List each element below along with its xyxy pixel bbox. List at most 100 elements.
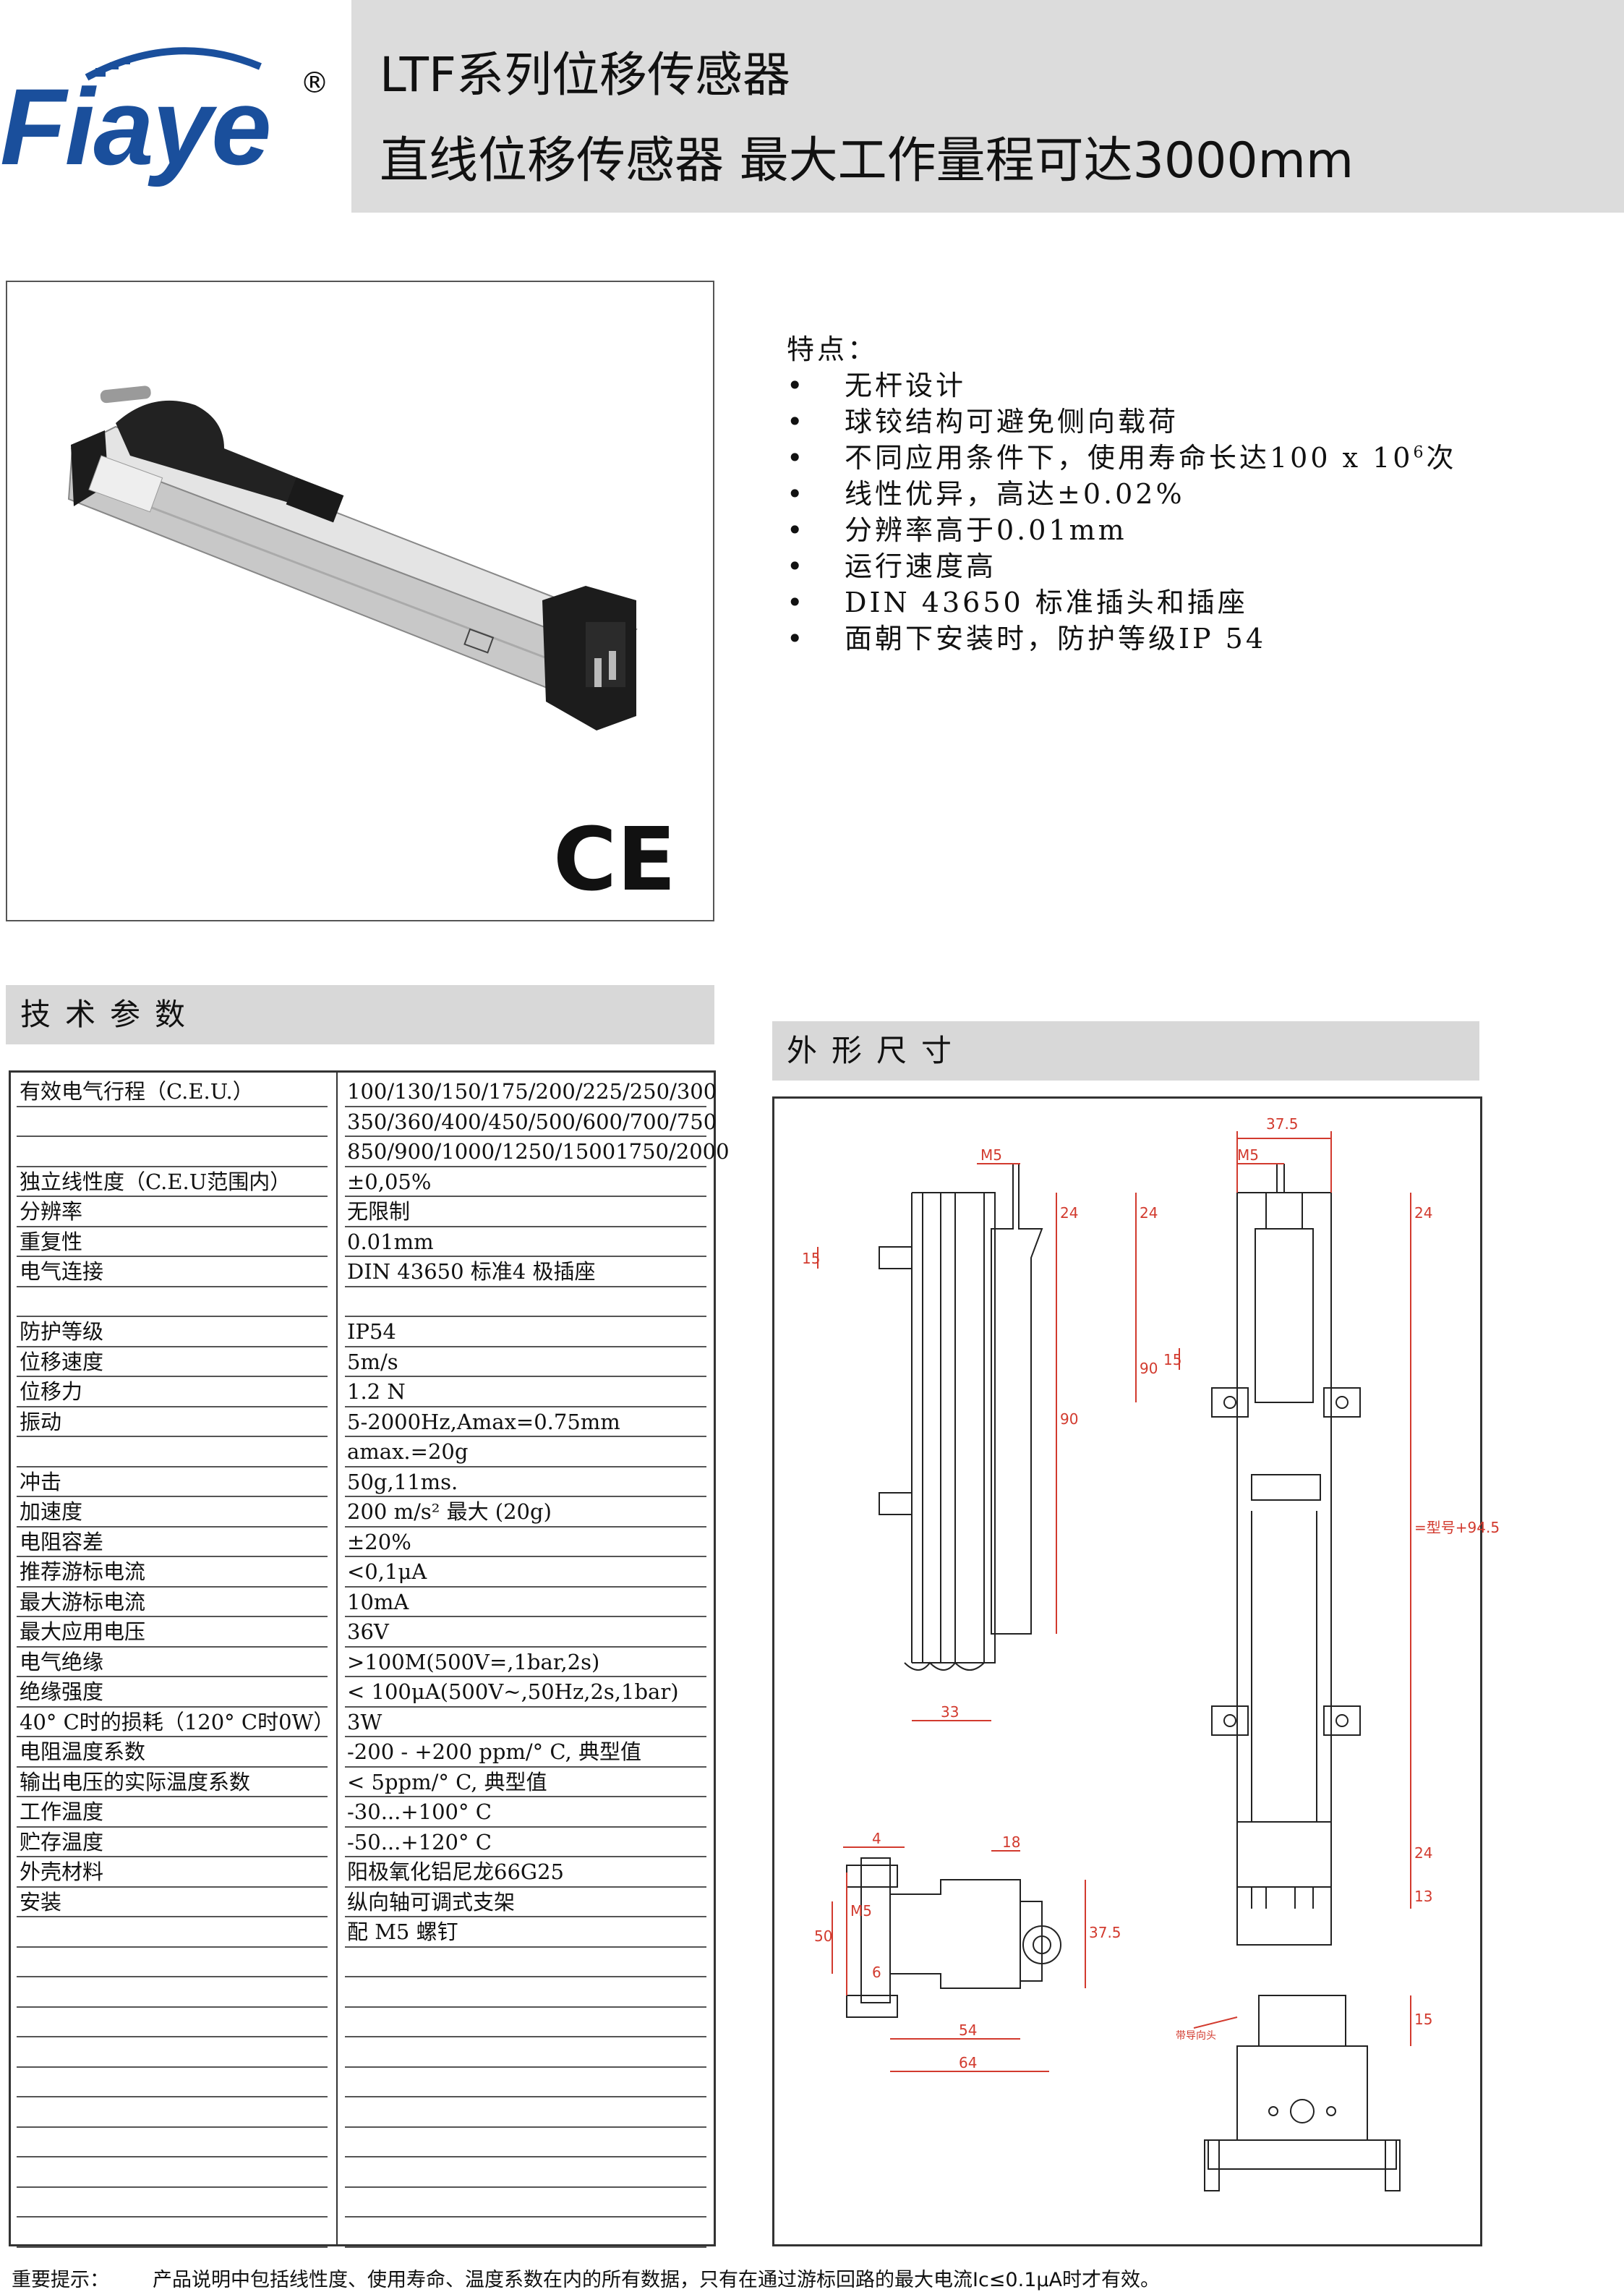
dimension-label: 24	[1414, 1844, 1432, 1862]
table-row-line	[17, 1645, 328, 1648]
spec-value: < 5ppm/° C, 典型值	[347, 1769, 547, 1794]
list-item: •运行速度高	[787, 550, 997, 582]
table-row-line	[17, 1405, 328, 1407]
table-row-line	[17, 2036, 328, 2037]
dimension-label: 24	[1060, 1204, 1078, 1222]
spec-value: amax.=20g	[347, 1439, 469, 1464]
table-row-line	[345, 1556, 706, 1557]
dimension-label: 50	[814, 1927, 832, 1945]
spec-label: 位移力	[20, 1379, 83, 1404]
section-dimensions: 外形尺寸	[772, 1021, 1479, 1081]
spec-value: -30...+100° C	[347, 1799, 492, 1824]
spec-label: 加速度	[20, 1499, 83, 1524]
spec-value: 850/900/1000/1250/15001750/2000	[347, 1139, 730, 1164]
table-row-line	[17, 1165, 328, 1167]
table-row-line	[345, 1105, 706, 1107]
dimension-label: 15	[802, 1250, 820, 1267]
table-row-line	[17, 1856, 328, 1857]
table-row-line	[345, 1405, 706, 1407]
spec-value: 200 m/s² 最大 (20g)	[347, 1499, 552, 1524]
table-row-line	[345, 2096, 706, 2097]
spec-value: ±20%	[347, 1529, 411, 1554]
list-item: •面朝下安装时，防护等级IP 54	[787, 623, 1267, 655]
spec-value: <0,1μA	[347, 1559, 427, 1584]
dimension-label: M5	[980, 1146, 1002, 1164]
table-row-line	[17, 1136, 328, 1137]
table-row-line	[345, 1676, 706, 1677]
table-row-line	[17, 2186, 328, 2188]
spec-label: 绝缘强度	[20, 1679, 104, 1704]
dimension-label: 4	[872, 1830, 881, 1847]
table-row-line	[345, 1525, 706, 1528]
spec-value: 1.2 N	[347, 1379, 406, 1404]
footer-text: 产品说明中包括线性度、使用寿命、温度系数在内的所有数据，只有在通过游标回路的最大…	[153, 2269, 1161, 2291]
table-row-line	[17, 1316, 328, 1317]
spec-label: 外壳材料	[20, 1859, 104, 1884]
spec-label: 重复性	[20, 1229, 83, 1254]
table-row-line	[17, 1496, 328, 1497]
list-item: •分辨率高于0.01mm	[787, 514, 1127, 546]
dimension-label: 15	[1414, 2011, 1432, 2028]
table-row-line	[17, 1796, 328, 1797]
spec-label: 位移速度	[20, 1349, 104, 1374]
section-tech-params: 技术参数	[6, 985, 714, 1044]
table-row-line	[345, 2126, 706, 2128]
table-row-line	[345, 1136, 706, 1137]
table-row-line	[345, 2216, 706, 2218]
table-row-line	[345, 1496, 706, 1497]
table-row-line	[17, 2006, 328, 2008]
table-row-line	[17, 2096, 328, 2097]
features-heading: 特点：	[787, 333, 879, 365]
table-row-line	[17, 1676, 328, 1677]
footer-note: 重要提示： 产品说明中包括线性度、使用寿命、温度系数在内的所有数据，只有在通过游标…	[12, 2264, 1160, 2292]
dimension-label: 15	[1163, 1351, 1181, 1368]
table-row-line	[17, 2216, 328, 2218]
spec-value: 纵向轴可调式支架	[347, 1889, 516, 1914]
table-row-line	[17, 1285, 328, 1287]
table-row-line	[345, 1225, 706, 1227]
table-row-line	[345, 1825, 706, 1828]
table-row-line	[345, 1285, 706, 1287]
spec-label: 工作温度	[20, 1799, 104, 1824]
spec-value: 5m/s	[347, 1349, 398, 1374]
table-row-line	[17, 1946, 328, 1948]
spec-value: 3W	[347, 1709, 383, 1734]
features-list: 特点： •无杆设计 •球铰结构可避免侧向载荷 •不同应用条件下，使用寿命长达10…	[787, 331, 1453, 657]
drawing-note: 带导向头	[1176, 2030, 1216, 2042]
technical-drawing: 37.5 M5 M5 24 24 24 15 15 90 90 33 =型号+9…	[802, 1115, 1500, 2191]
table-row-line	[345, 1376, 706, 1377]
table-row-line	[17, 1556, 328, 1557]
dimension-label: 64	[959, 2054, 977, 2071]
dimension-label: M5	[1237, 1146, 1259, 1164]
list-item: •DIN 43650 标准插头和插座	[787, 587, 1248, 618]
spec-label: 有效电气行程（C.E.U.）	[20, 1079, 254, 1104]
table-divider	[336, 1073, 338, 2244]
spec-value: 配 M5 螺钉	[347, 1920, 458, 1944]
footer-label: 重要提示：	[12, 2269, 109, 2291]
table-row-line	[345, 1976, 706, 1977]
table-row-line	[17, 1916, 328, 1917]
dimension-label: 18	[1002, 1833, 1020, 1851]
dimension-drawing: 37.5 M5 M5 24 24 24 15 15 90 90 33 =型号+9…	[772, 1096, 1500, 2246]
dimension-label: 24	[1140, 1204, 1158, 1222]
table-row-line	[17, 1825, 328, 1828]
table-row-line	[345, 1256, 706, 1257]
table-row-line	[17, 1736, 328, 1737]
table-row-line	[345, 1436, 706, 1437]
spec-label: 最大游标电流	[20, 1589, 146, 1614]
table-row-line	[17, 1465, 328, 1467]
table-row-line	[345, 1796, 706, 1797]
table-row-line	[345, 1736, 706, 1737]
table-row-line	[345, 1165, 706, 1167]
spec-value: 阳极氧化铝尼龙66G25	[347, 1859, 564, 1884]
table-row-line	[17, 1436, 328, 1437]
brand-logo: Fiaye ®	[0, 47, 347, 181]
table-row-line	[17, 1196, 328, 1197]
table-row-line	[17, 1765, 328, 1768]
table-row-line	[345, 2186, 706, 2188]
page-subtitle: 直线位移传感器 最大工作量程可达3000mm	[380, 132, 1354, 189]
brand-name: Fiaye	[0, 66, 272, 187]
table-row-line	[345, 2006, 706, 2008]
table-row-line	[17, 2156, 328, 2157]
table-row-line	[345, 1465, 706, 1467]
